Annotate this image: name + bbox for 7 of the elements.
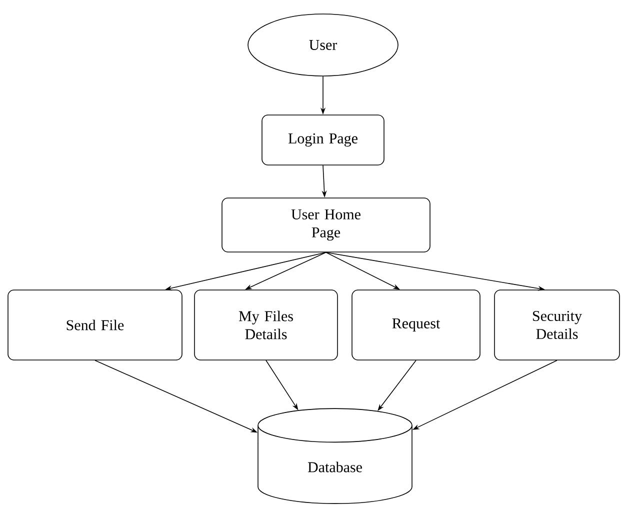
process-box: Send File: [8, 290, 182, 360]
database-cylinder: Database: [258, 408, 412, 504]
process-box: Login Page: [262, 114, 384, 166]
process-box: User Home Page: [222, 198, 430, 252]
process-box: Security Details: [494, 290, 620, 360]
process-box: Request: [352, 290, 480, 360]
process-box: My Files Details: [194, 290, 338, 360]
